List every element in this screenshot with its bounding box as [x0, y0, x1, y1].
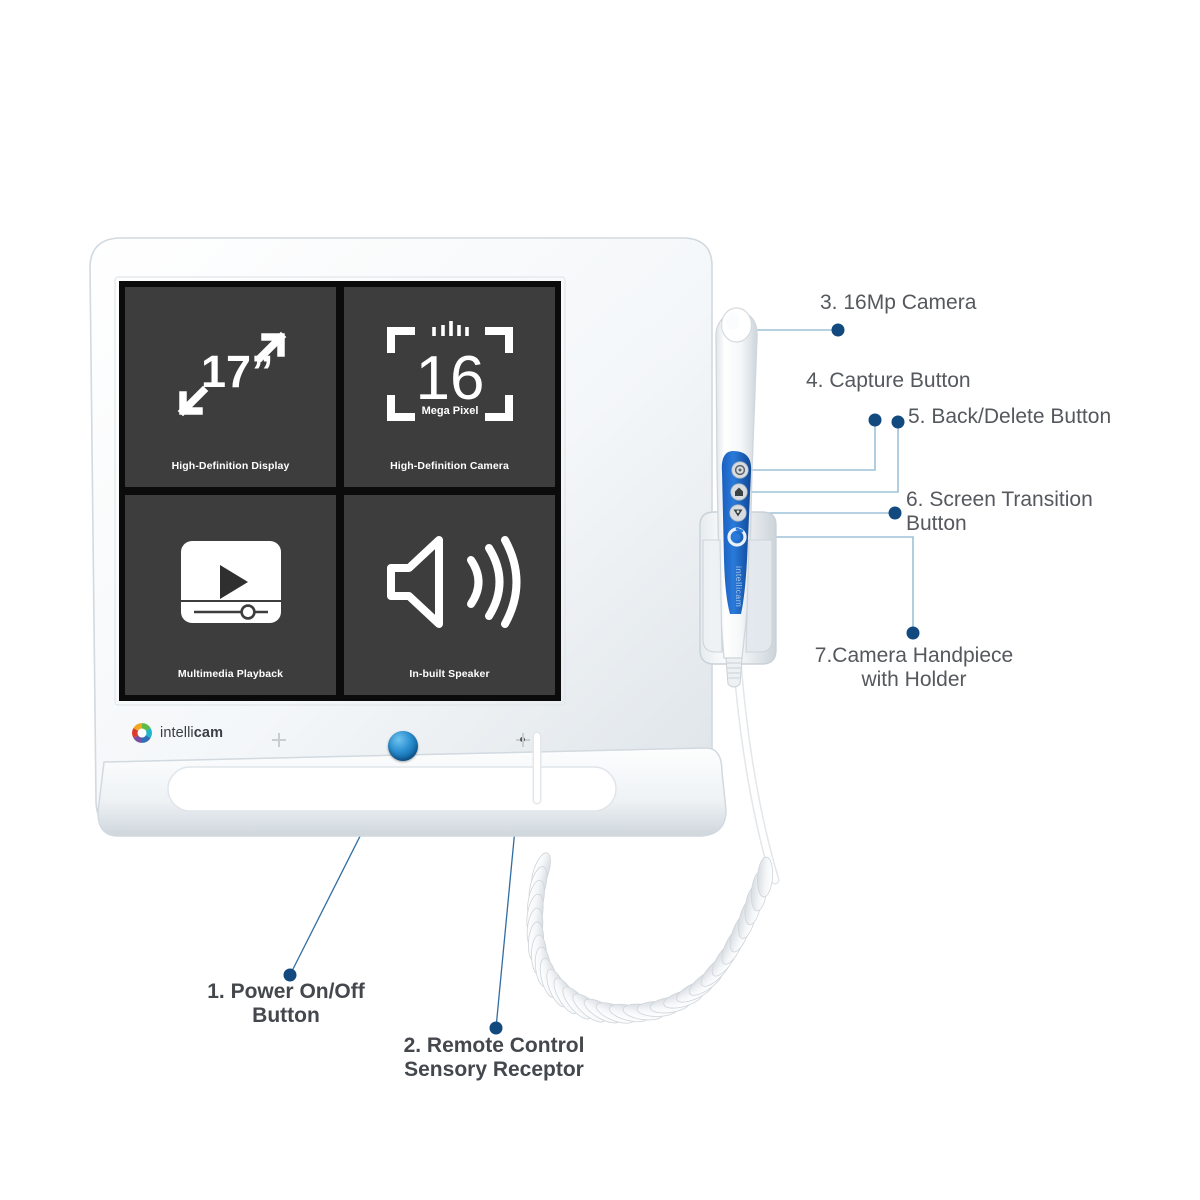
callout-label-screen-transition: 6. Screen Transition Button — [906, 488, 1093, 536]
cable-coil-turns — [526, 852, 774, 1024]
capture-button[interactable] — [731, 461, 749, 479]
leader-line-camera-handpiece — [752, 536, 914, 633]
callout-label-power-on-off: 1. Power On/Off Button — [207, 980, 365, 1028]
holder-clamp-right — [745, 539, 773, 653]
handpiece-brand-text: intellicam — [734, 566, 744, 607]
camera-megapixel-value: 16 — [415, 344, 484, 413]
tile-caption-multimedia-playback: Multimedia Playback — [177, 668, 284, 681]
display-size-value: 17” — [201, 346, 274, 397]
callout-dot-power-button — [283, 968, 297, 982]
screen-transition-button[interactable] — [729, 504, 747, 522]
tile-caption-in-built-speaker: In-built Speaker — [409, 668, 490, 681]
callout-dot-remote-receptor — [489, 1021, 503, 1035]
speaker-waves-icon — [344, 495, 555, 669]
callout-dot-screen-transition — [888, 506, 902, 520]
display-screen: 17” High-Definition Display — [119, 281, 561, 701]
ir-alignment-mark — [272, 733, 286, 747]
callout-label-camera-handpiece: 7.Camera Handpiece with Holder — [814, 644, 1014, 692]
intellicam-pinwheel-icon — [132, 723, 152, 743]
tile-in-built-speaker: In-built Speaker — [344, 495, 555, 695]
holder-clamp-left — [702, 539, 723, 653]
tile-caption-hd-camera: High-Definition Camera — [390, 460, 509, 473]
camera-megapixel-unit: Mega Pixel — [421, 405, 478, 417]
leader-line-capture-button — [752, 420, 876, 471]
callout-dot-camera-handpiece — [906, 626, 920, 640]
brand-name: intellicam — [160, 725, 223, 741]
callout-dot-camera-16mp — [831, 323, 845, 337]
callout-label-camera-16mp: 3. 16Mp Camera — [820, 291, 977, 314]
video-player-icon — [125, 495, 336, 669]
brand-logo: intellicam — [131, 722, 223, 744]
callout-label-capture-button: 4. Capture Button — [806, 369, 971, 392]
back-delete-button[interactable] — [730, 483, 748, 501]
tile-hd-display: 17” High-Definition Display — [125, 287, 336, 487]
callout-label-back-delete-button: 5. Back/Delete Button — [908, 405, 1112, 428]
camera-frame-icon: 16 Mega Pixel — [344, 287, 555, 461]
carry-handle-cutout — [167, 766, 617, 812]
diagonal-arrows-icon: 17” — [125, 287, 336, 461]
tile-caption-hd-display: High-Definition Display — [171, 460, 290, 473]
cable-strain-relief — [725, 657, 743, 688]
callout-label-remote-receptor: 2. Remote Control Sensory Receptor — [403, 1034, 585, 1082]
brand-name-light: intelli — [160, 725, 194, 741]
brand-name-bold: cam — [193, 725, 224, 741]
callout-dot-back-delete-button — [891, 415, 905, 429]
tile-multimedia-playback: Multimedia Playback — [125, 495, 336, 695]
remote-control-sensory-receptor — [516, 733, 530, 747]
handpiece-brand-logo — [727, 527, 747, 547]
power-button[interactable] — [388, 731, 418, 761]
callout-dot-capture-button — [868, 413, 882, 427]
leader-line-back-delete-button — [752, 422, 899, 493]
tile-hd-camera: 16 Mega Pixel High-Definition Camera — [344, 287, 555, 487]
